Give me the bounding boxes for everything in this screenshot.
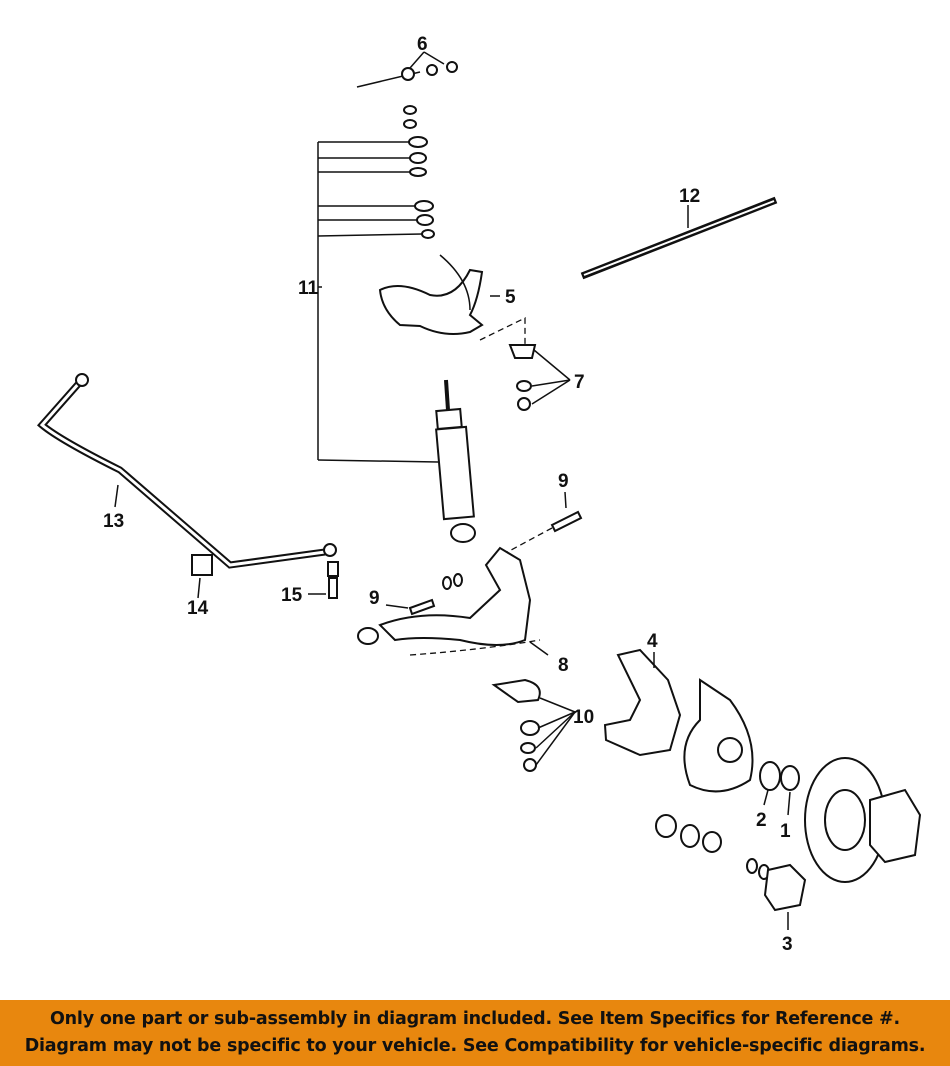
shock-absorber	[435, 379, 476, 543]
splash-shield	[683, 678, 754, 793]
callout-12: 12	[679, 186, 700, 207]
part-5-upper-control-arm	[378, 254, 526, 345]
part-15-link	[308, 561, 339, 599]
part-11-shock-hardware	[317, 105, 439, 463]
part-3-locking-hub	[746, 858, 807, 930]
part-8-lower-control-arm	[357, 546, 549, 656]
part-6-bolt	[356, 51, 458, 88]
callout-7: 7	[574, 372, 585, 393]
part-14-bushing	[191, 554, 213, 599]
callout-13: 13	[103, 511, 124, 532]
callout-5: 5	[505, 287, 516, 308]
part-13-stabilizer-bar	[36, 373, 337, 569]
callout-6: 6	[417, 34, 428, 55]
part-9-bolts	[385, 491, 583, 616]
disclaimer-banner: Only one part or sub-assembly in diagram…	[0, 1000, 950, 1066]
disclaimer-line-2: Diagram may not be specific to your vehi…	[24, 1036, 926, 1056]
part-4-spindle-knuckle	[603, 648, 682, 757]
part-7-ball-joint	[508, 344, 571, 411]
callout-11: 11	[298, 278, 319, 299]
bearings-and-rotor	[655, 757, 922, 883]
callout-3: 3	[782, 934, 793, 955]
part-12-torsion-bar	[580, 196, 778, 280]
callout-14: 14	[187, 598, 209, 619]
callout-4: 4	[647, 631, 658, 652]
part-10-tie-rod-end	[491, 678, 576, 772]
callout-2: 2	[756, 810, 767, 831]
callout-9-lower: 9	[369, 588, 380, 609]
disclaimer-line-1: Only one part or sub-assembly in diagram…	[50, 1009, 900, 1029]
callout-1: 1	[780, 821, 791, 842]
callout-9-upper: 9	[558, 471, 569, 492]
callout-10: 10	[573, 707, 594, 728]
callout-15: 15	[281, 585, 303, 606]
suspension-diagram: 6 12 11 5 7 13 9 14 15 9 8 4 10 2 1 3	[36, 34, 922, 955]
callout-8: 8	[558, 655, 569, 676]
